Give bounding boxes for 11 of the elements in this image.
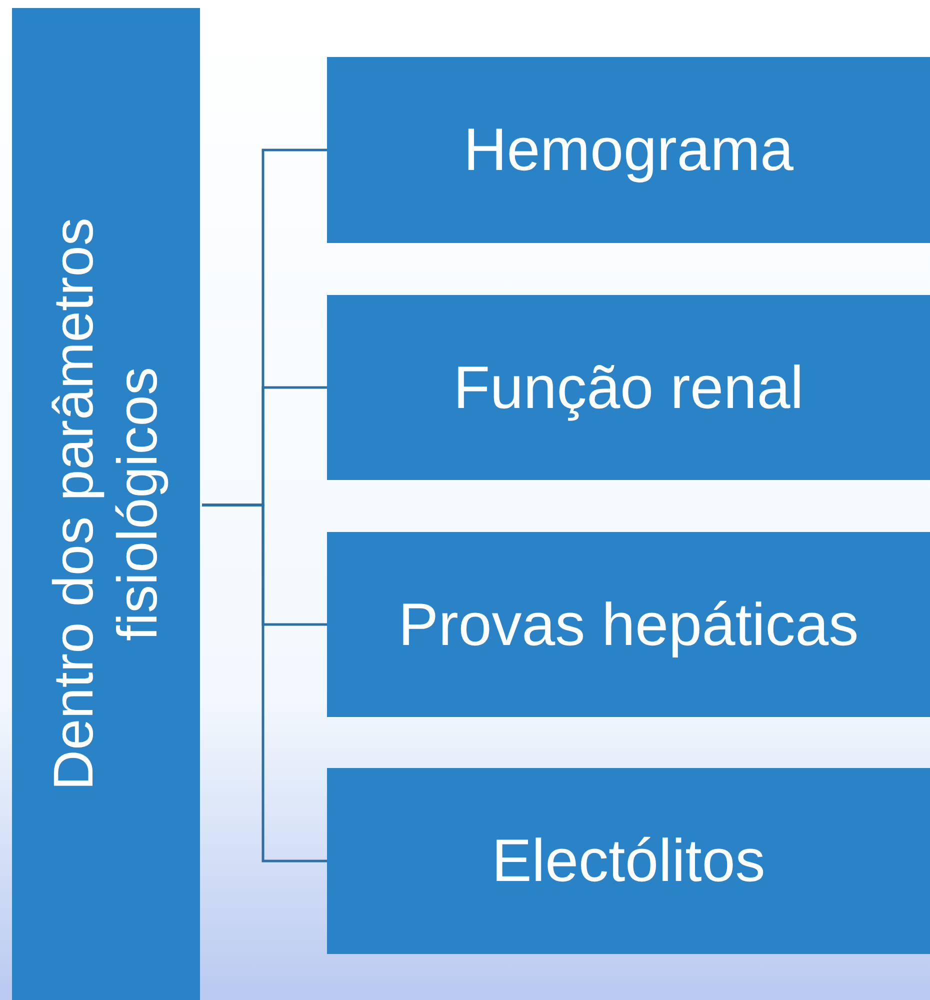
item-box <box>327 57 930 243</box>
box-label: Dentro dos parâmetros fisiológicos <box>42 216 170 792</box>
category-box <box>12 8 200 1000</box>
connector-line <box>202 504 327 862</box>
box-label: Hemograma <box>462 117 795 183</box>
item-box <box>327 768 930 954</box>
item-box <box>327 532 930 717</box>
box-label: Electólitos <box>490 828 766 894</box>
item-box <box>327 295 930 480</box>
box-label: Provas hepáticas <box>397 592 860 658</box>
box-label: Função renal <box>452 354 805 420</box>
